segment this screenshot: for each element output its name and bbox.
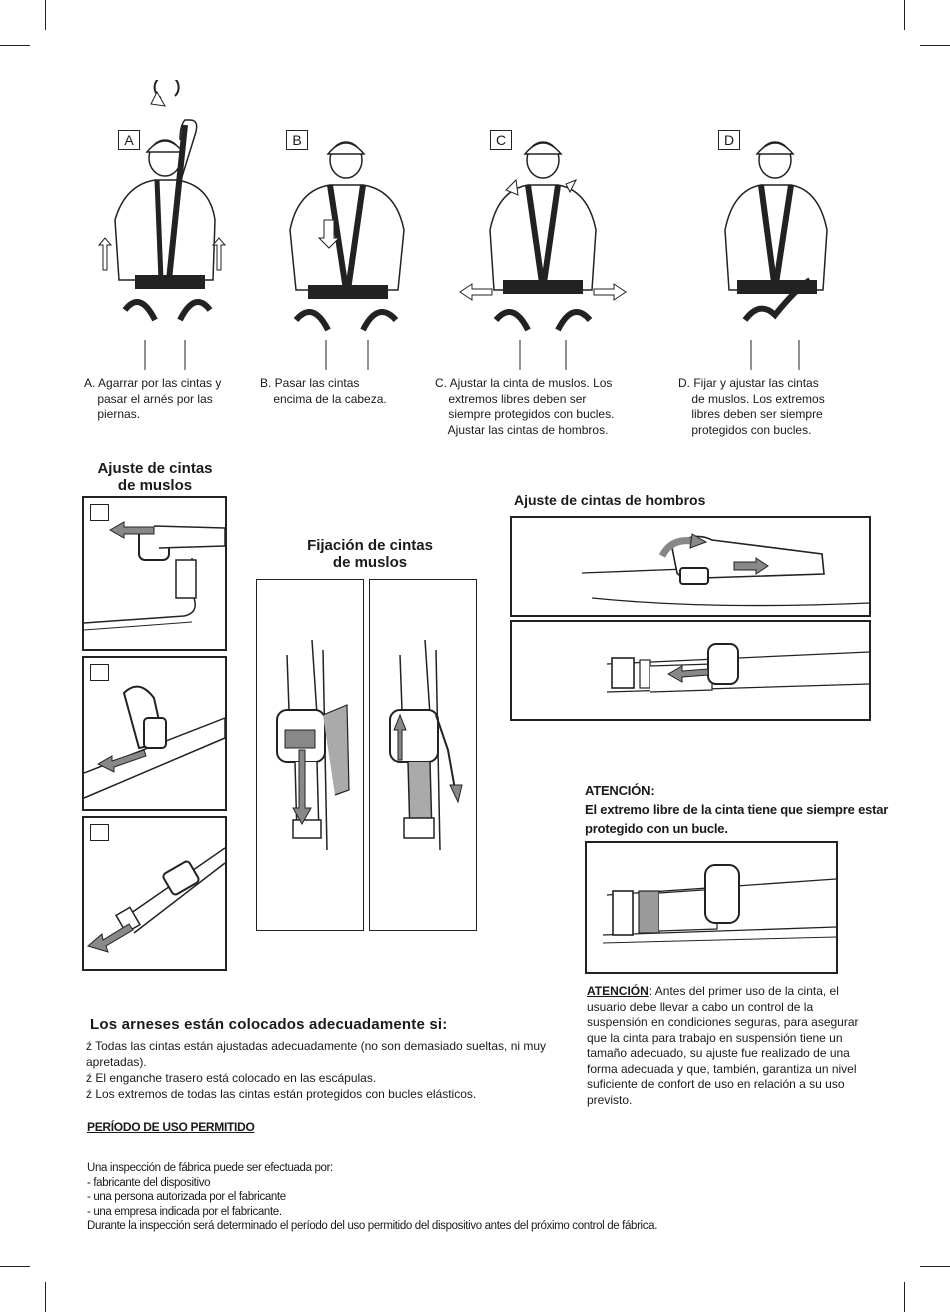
period-line: Una inspección de fábrica puede ser efec… xyxy=(87,1162,333,1174)
crop-mark xyxy=(0,45,30,46)
list-item-text: Los extremos de todas las cintas están p… xyxy=(92,1087,477,1101)
attention-notice-2: ATENCIÓN: Antes del primer uso de la cin… xyxy=(587,984,887,1108)
caption-line: A. Agarrar por las cintas y xyxy=(84,376,222,390)
caption-line: protegidos con bucles. xyxy=(678,422,812,437)
crop-mark xyxy=(920,45,950,46)
attention-line: usuario debe llevar a cabo un control de… xyxy=(587,999,814,1014)
list-item: ź Todas las cintas están ajustadas adecu… xyxy=(86,1038,546,1054)
caption-line: Ajustar las cintas de hombros. xyxy=(435,422,609,437)
attention-line: forma adecuada y que, también, garantiza… xyxy=(587,1061,857,1076)
panel-marker xyxy=(90,664,109,681)
caption-line: D. Fijar y ajustar las cintas xyxy=(678,376,819,390)
step-illustration-c xyxy=(458,140,628,370)
shoulder-adjust-panel-1 xyxy=(510,516,871,617)
period-line: Durante la inspección será determinado e… xyxy=(87,1220,658,1232)
crop-mark xyxy=(920,1266,950,1267)
thigh-adjust-panel-1 xyxy=(82,496,227,651)
attention-line: protegido con un bucle. xyxy=(585,821,728,836)
list-item: ź Los extremos de todas las cintas están… xyxy=(86,1086,546,1102)
period-title: PERÍODO DE USO PERMITIDO xyxy=(87,1120,255,1134)
period-text: Una inspección de fábrica puede ser efec… xyxy=(87,1161,657,1234)
attention-line: ATENCIÓN: Antes del primer uso de la cin… xyxy=(587,984,887,1000)
list-item: ź El enganche trasero está colocado en l… xyxy=(86,1070,546,1086)
caption-line: piernas. xyxy=(84,407,141,421)
step-illustration-d xyxy=(715,140,835,370)
thigh-adjust-panel-3 xyxy=(82,816,227,971)
bullet-icon: ź xyxy=(86,1039,92,1053)
attention-label: ATENCIÓN xyxy=(587,984,649,998)
title-line: Fijación de cintas xyxy=(307,537,433,554)
list-item-text: El enganche trasero está colocado en las… xyxy=(92,1071,377,1085)
crop-mark xyxy=(45,1282,46,1312)
step-letter-a: A xyxy=(118,130,140,150)
caption-line: siempre protegidos con bucles. xyxy=(435,407,615,421)
panel-marker xyxy=(90,504,109,521)
caption-line: de muslos. Los extremos xyxy=(678,391,825,406)
attention-line: suspensión en condiciones seguras, para … xyxy=(587,1015,859,1029)
attention-illustration xyxy=(585,841,838,974)
caption-line: B. Pasar las cintas xyxy=(260,376,360,390)
list-item-text: Todas las cintas están ajustadas adecuad… xyxy=(92,1039,547,1053)
panel-marker xyxy=(90,824,109,841)
crop-mark xyxy=(0,1266,30,1267)
crop-mark xyxy=(904,1282,905,1312)
title-line: Ajuste de cintas xyxy=(97,460,213,477)
shoulder-adjust-panel-2 xyxy=(510,620,871,721)
step-letter-b: B xyxy=(286,130,308,150)
caption-line: encima de la cabeza. xyxy=(260,391,387,406)
thigh-fix-panel-1 xyxy=(256,579,364,931)
crop-mark xyxy=(904,0,905,30)
period-line: - una persona autorizada por el fabrican… xyxy=(87,1191,286,1203)
title-line: de muslos xyxy=(332,554,408,571)
attention-line: previsto. xyxy=(587,1092,633,1107)
attention-line: suficiente de confort de uso en relación… xyxy=(587,1077,845,1091)
crop-mark xyxy=(45,0,46,30)
attention-line: tamaño adecuado, su ajuste fue realizado… xyxy=(587,1046,850,1060)
correct-fit-list: ź Todas las cintas están ajustadas adecu… xyxy=(86,1038,546,1102)
attention-notice-1: ATENCIÓN: El extremo libre de la cinta t… xyxy=(585,781,888,838)
correct-fit-title: Los arneses están colocados adecuadament… xyxy=(90,1016,448,1033)
title-line: de muslos xyxy=(117,477,193,494)
step-letter-d: D xyxy=(718,130,740,150)
thigh-fix-panel-2 xyxy=(369,579,477,931)
thigh-adjust-title: Ajuste de cintas de muslos xyxy=(80,460,230,494)
attention-line: El extremo libre de la cinta tiene que s… xyxy=(585,802,889,817)
attention-title: ATENCIÓN: xyxy=(585,783,655,798)
caption-line: pasar el arnés por las xyxy=(84,391,213,406)
list-item-continuation: apretadas). xyxy=(86,1055,147,1069)
period-line: - una empresa indicada por el fabricante… xyxy=(87,1205,282,1218)
attention-line: que la cinta para trabajo en suspensión … xyxy=(587,1030,843,1045)
caption-line: libres deben ser siempre xyxy=(678,407,823,421)
bullet-icon: ź xyxy=(86,1087,92,1101)
thigh-fix-title: Fijación de cintas de muslos xyxy=(285,537,455,571)
step-illustration-a xyxy=(85,80,245,370)
caption-line: C. Ajustar la cinta de muslos. Los xyxy=(435,376,613,390)
step-letter-c: C xyxy=(490,130,512,150)
period-line: - fabricante del dispositivo xyxy=(87,1176,211,1189)
attention-text: : Antes del primer uso de la cinta, el xyxy=(648,984,839,998)
bullet-icon: ź xyxy=(86,1071,92,1085)
thigh-adjust-panel-2 xyxy=(82,656,227,811)
step-illustration-b xyxy=(268,140,418,370)
shoulder-adjust-title: Ajuste de cintas de hombros xyxy=(514,492,706,508)
caption-line: extremos libres deben ser xyxy=(435,391,587,406)
